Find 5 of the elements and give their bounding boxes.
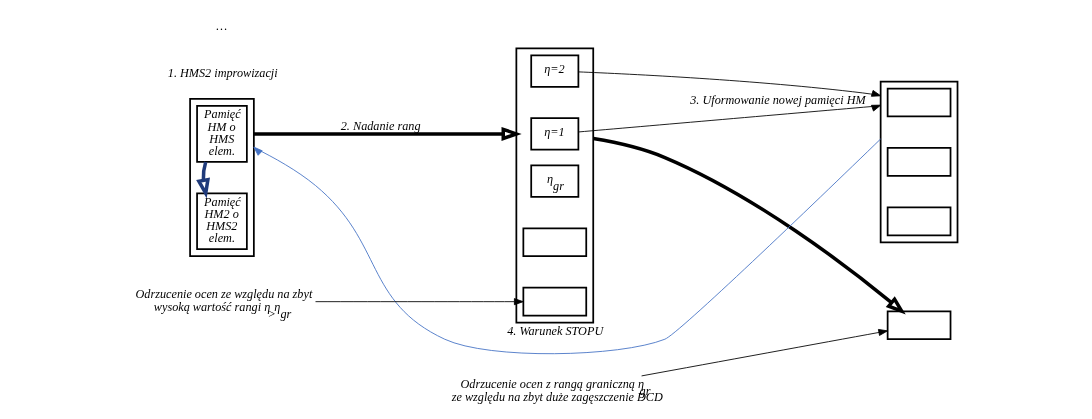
edge-label: 2. Nadanie rang — [340, 118, 421, 133]
edge-label: 3. Uformowanie nowej pamięci HM — [689, 93, 866, 108]
label: … — [215, 18, 227, 33]
edge-label: 4. Warunek STOPU — [506, 324, 603, 339]
label: 1. HMS2 improwizacji — [167, 65, 278, 80]
